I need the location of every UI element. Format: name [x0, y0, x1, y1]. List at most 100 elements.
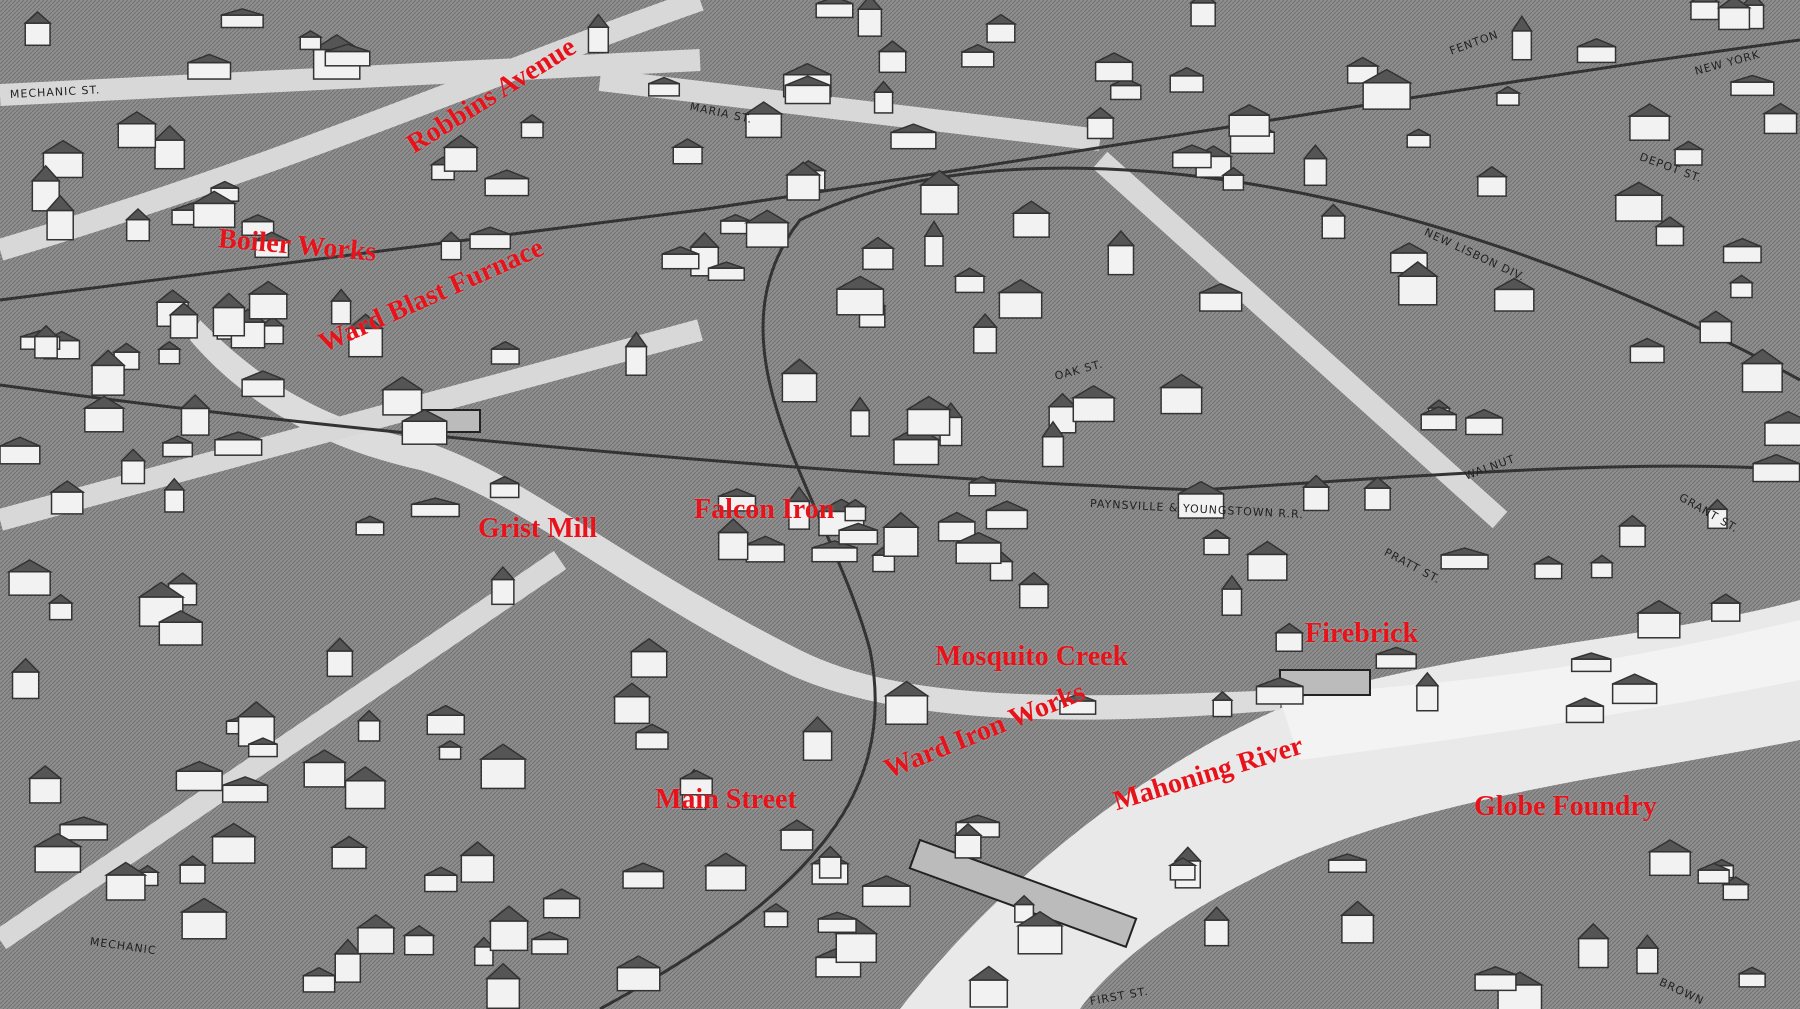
building — [1169, 864, 1196, 881]
building-roof — [1047, 392, 1078, 408]
label-mosquito-creek: Mosquito Creek — [935, 641, 1129, 672]
building — [1204, 919, 1230, 947]
building-roof — [862, 875, 911, 887]
building — [1255, 685, 1304, 705]
building — [440, 240, 462, 261]
building — [1629, 115, 1671, 141]
building-roof — [1511, 15, 1533, 32]
building-roof — [119, 448, 147, 462]
building-roof — [918, 169, 961, 186]
building-roof — [47, 593, 75, 604]
building — [1618, 525, 1646, 548]
building — [491, 578, 515, 606]
building-roof — [882, 511, 920, 528]
building-roof — [442, 134, 480, 149]
building — [1577, 937, 1609, 969]
building-roof — [1178, 480, 1224, 495]
building — [348, 327, 384, 358]
building — [1228, 114, 1271, 137]
building-roof — [531, 931, 568, 941]
building-roof — [49, 480, 86, 493]
building — [34, 845, 82, 873]
building-roof — [23, 11, 52, 24]
building-roof — [302, 966, 336, 977]
building — [158, 348, 181, 365]
building — [401, 420, 448, 445]
building-roof — [1396, 261, 1439, 278]
building-roof — [301, 749, 348, 764]
building — [1177, 493, 1225, 519]
building — [815, 2, 854, 19]
building-roof — [158, 609, 203, 623]
building — [241, 378, 285, 398]
building-roof — [953, 822, 983, 836]
building — [862, 247, 894, 271]
building — [490, 348, 520, 365]
label-globe-foundry: Globe Foundry — [1474, 791, 1657, 822]
building-roof — [1420, 406, 1457, 416]
building — [50, 491, 84, 515]
building-roof — [877, 40, 908, 53]
building — [878, 50, 907, 74]
building-roof — [838, 522, 878, 531]
building-roof — [1653, 216, 1686, 228]
building — [1398, 275, 1438, 306]
building-roof — [1730, 74, 1774, 83]
building — [973, 326, 998, 354]
building — [989, 560, 1013, 582]
building — [818, 856, 842, 879]
building — [220, 14, 264, 29]
building-roof — [241, 214, 274, 223]
building — [1190, 2, 1216, 27]
building-roof — [1041, 420, 1065, 438]
building — [355, 521, 385, 536]
building — [1722, 245, 1762, 264]
building-roof — [703, 852, 749, 867]
building — [616, 966, 661, 992]
building — [857, 8, 883, 37]
building — [1718, 6, 1751, 31]
building-roof — [115, 110, 158, 125]
building-roof — [616, 955, 661, 969]
building — [1086, 117, 1114, 140]
building — [334, 953, 362, 983]
building-roof — [1494, 86, 1522, 94]
building — [1722, 883, 1749, 901]
building — [0, 445, 41, 465]
building — [1763, 112, 1798, 135]
building-roof — [1106, 229, 1136, 247]
building — [326, 650, 354, 678]
building — [1107, 244, 1135, 276]
building-roof — [801, 716, 834, 733]
building — [486, 977, 521, 1009]
building-roof — [1172, 144, 1212, 154]
building-roof — [355, 913, 397, 929]
building-roof — [1728, 274, 1755, 284]
building-roof — [718, 488, 756, 498]
building-roof — [818, 911, 857, 920]
building — [11, 671, 40, 700]
building-roof — [104, 861, 148, 876]
building-roof — [780, 358, 819, 375]
building-roof — [716, 518, 750, 534]
building-roof — [1199, 282, 1242, 294]
building-roof — [1015, 910, 1065, 927]
building — [661, 253, 700, 270]
building — [1221, 588, 1243, 616]
building — [844, 505, 867, 522]
building-roof — [778, 819, 816, 831]
building-roof — [478, 743, 528, 760]
building-roof — [439, 231, 463, 243]
building — [248, 293, 288, 320]
building-roof — [1110, 77, 1142, 87]
building-roof — [1320, 203, 1347, 217]
mosquito-creek — [190, 320, 1280, 720]
building — [1493, 288, 1535, 312]
building-roof — [968, 475, 996, 484]
building-roof — [1301, 474, 1331, 488]
building — [1203, 537, 1230, 556]
building-roof — [1474, 965, 1517, 976]
building-roof — [986, 500, 1028, 512]
building-roof — [996, 278, 1045, 294]
building — [438, 746, 462, 761]
